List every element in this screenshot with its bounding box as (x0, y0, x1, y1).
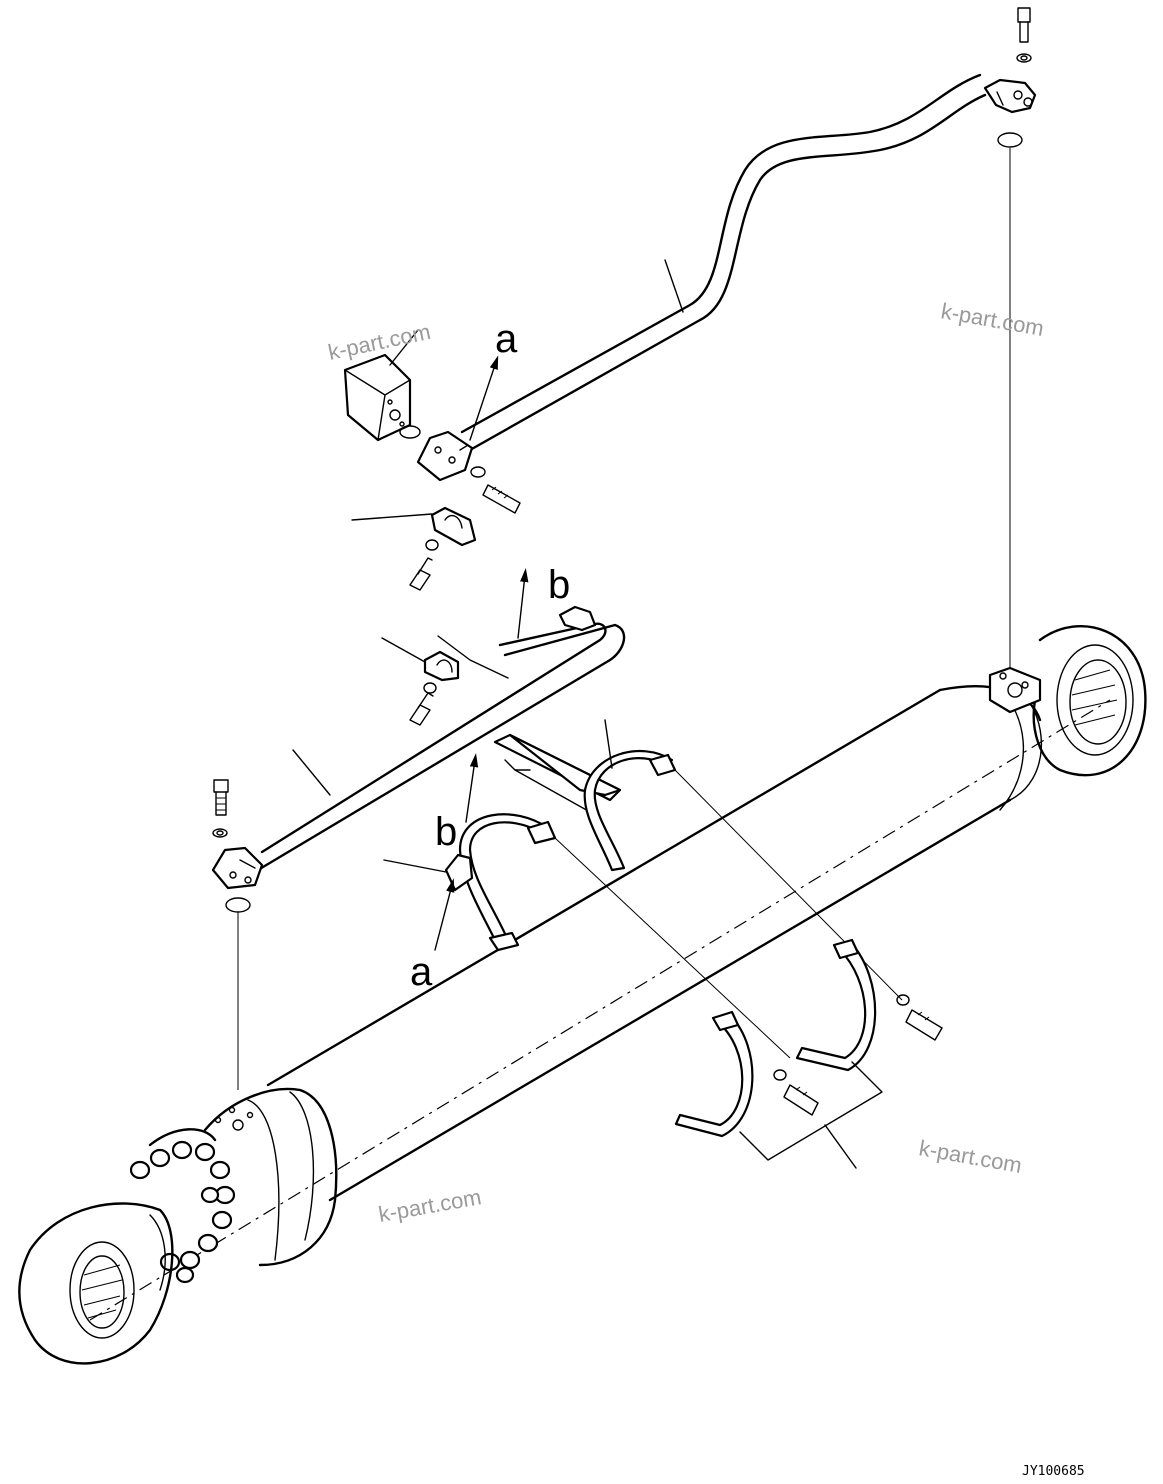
clamp-mid (381, 635, 509, 726)
lower-pipe (211, 605, 626, 890)
o-ring-bottom (225, 897, 251, 913)
upper-pipe (416, 73, 1037, 482)
strap-upper (583, 719, 677, 872)
strap-bolts (773, 994, 943, 1116)
strap-pair-lower (674, 938, 883, 1169)
lower-flange-bolt (212, 779, 229, 838)
watermark-3: k-part.com (377, 1184, 484, 1227)
head-bolts (129, 1140, 236, 1284)
arrows (434, 355, 529, 951)
hydraulic-cylinder (18, 625, 1147, 1365)
manifold-block (343, 329, 419, 442)
label-a-bottom: a (410, 950, 433, 994)
strap-lower-left (383, 813, 557, 952)
o-ring (399, 425, 421, 439)
flange-bolt (470, 466, 521, 514)
watermark-4: k-part.com (917, 1135, 1024, 1178)
label-a-top: a (495, 317, 518, 361)
o-ring-top (997, 132, 1023, 148)
clamp-upper (351, 506, 477, 591)
top-bolt (1016, 7, 1032, 63)
label-b-mid: b (435, 810, 457, 854)
watermark-2: k-part.com (939, 298, 1046, 341)
drawing-code: JY100685 (1022, 1464, 1085, 1479)
label-b-top: b (548, 563, 570, 607)
